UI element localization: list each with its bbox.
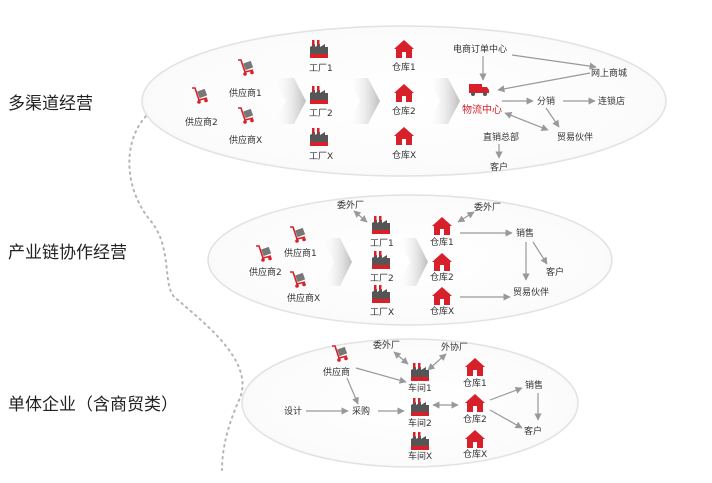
chevron-arrow-icon	[428, 78, 460, 124]
dotted-connector	[128, 111, 244, 471]
multi-channel-diagram: 供应商2 供应商1 供应商X 工厂1 工厂2 工厂X 仓库1 仓库2 仓库X 电…	[185, 40, 627, 173]
chain-customer: 客户	[546, 266, 564, 278]
title-industry-chain: 产业链协作经营	[8, 243, 127, 263]
chain-outsourcing-1: 委外厂	[337, 199, 364, 211]
chain-trade-partner: 贸易伙伴	[513, 286, 549, 298]
multi-factory-2: 工厂2	[309, 108, 333, 119]
chain-factory-x: 工厂X	[370, 307, 394, 318]
multi-customer: 客户	[490, 161, 508, 173]
direct-sales-hq: 直销总部	[483, 131, 519, 143]
multi-supplier-1: 供应商1	[229, 87, 262, 99]
chain-sales: 销售	[516, 227, 534, 239]
chain-supplier-2: 供应商2	[249, 266, 282, 278]
single-workshop-2: 车间2	[408, 417, 432, 429]
chevron-arrow-icon	[398, 238, 428, 286]
multi-factory-1: 工厂1	[309, 63, 333, 74]
multi-warehouse-2: 仓库2	[392, 105, 416, 117]
chevron-arrow-icon	[322, 238, 352, 286]
single-outsourcing: 委外厂	[373, 339, 400, 351]
multi-trade-partner: 贸易伙伴	[557, 131, 593, 143]
chain-warehouse-2: 仓库2	[430, 271, 454, 283]
single-purchase: 采购	[352, 405, 370, 417]
multi-supplier-x: 供应商X	[229, 134, 262, 146]
multi-factory-x: 工厂X	[309, 151, 333, 162]
ecommerce-order-center: 电商订单中心	[453, 43, 507, 55]
single-design: 设计	[284, 405, 302, 417]
chain-factory-2: 工厂2	[370, 273, 394, 284]
chain-outsourcing-2: 委外厂	[474, 201, 501, 213]
chain-warehouse-x: 仓库X	[430, 305, 454, 317]
single-customer: 客户	[524, 425, 542, 437]
multi-warehouse-1: 仓库1	[392, 61, 416, 73]
industry-chain-diagram: 供应商2 供应商1 供应商X 委外厂 工厂1 工厂2 工厂X 委外厂 仓库1 仓…	[249, 199, 564, 318]
logistics-center: 物流中心	[462, 103, 502, 116]
chain-factory-1: 工厂1	[370, 238, 394, 249]
single-supplier: 供应商	[323, 366, 350, 378]
title-multi-channel: 多渠道经营	[8, 94, 93, 114]
single-sales: 销售	[525, 379, 543, 391]
single-warehouse-1: 仓库1	[463, 377, 487, 389]
multi-supplier-2: 供应商2	[185, 116, 218, 128]
single-workshop-1: 车间1	[408, 382, 432, 394]
chevron-arrow-icon	[348, 78, 380, 124]
chain-warehouse-1: 仓库1	[430, 236, 454, 248]
chevron-arrow-icon	[274, 78, 306, 124]
single-enterprise-diagram: 供应商 委外厂 外协厂 设计 采购 车间1 车间2 车间X 仓库1 仓库2 仓库…	[284, 339, 543, 462]
single-warehouse-2: 仓库2	[463, 413, 487, 425]
title-single-enterprise: 单体企业（含商贸类）	[8, 395, 178, 415]
single-external: 外协厂	[441, 341, 468, 353]
distribution: 分销	[537, 95, 555, 107]
single-warehouse-x: 仓库X	[463, 448, 487, 460]
ellipse-single-enterprise	[241, 338, 579, 468]
chain-supplier-1: 供应商1	[284, 247, 317, 259]
multi-warehouse-x: 仓库X	[392, 149, 416, 161]
chain-store: 连锁店	[598, 95, 625, 107]
single-workshop-x: 车间X	[408, 450, 432, 462]
online-mall: 网上商城	[591, 67, 627, 79]
chain-supplier-x: 供应商X	[287, 292, 320, 304]
